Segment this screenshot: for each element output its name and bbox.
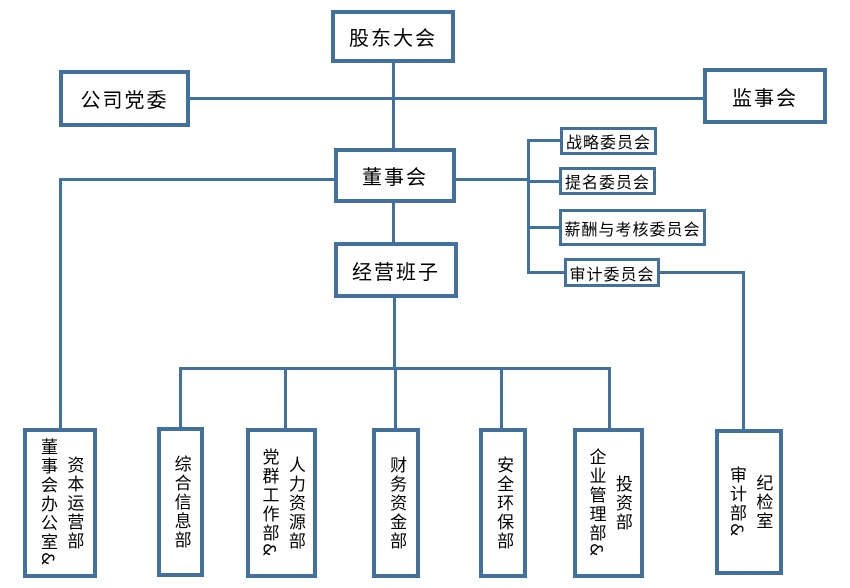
connector-drop-safety <box>500 367 503 428</box>
dept-label: 财务资金部 <box>386 455 407 551</box>
node-dept-finance-funds: 财务资金部 <box>372 428 420 578</box>
connector-board-left-horizontal <box>59 178 334 181</box>
node-dept-enterprise-management-investment: 企业管理部& 投资部 <box>573 428 644 578</box>
connector-drop-enterprise <box>608 367 611 428</box>
node-supervisory-board: 监事会 <box>703 68 827 124</box>
node-dept-party-masses-hr: 党群工作部& 人力资源部 <box>246 428 317 578</box>
connector-board-office-drop <box>59 178 62 430</box>
node-dept-audit-discipline: 审计部& 纪检室 <box>715 429 783 575</box>
node-dept-general-information: 综合信息部 <box>157 427 204 577</box>
connector-shareholders-to-board <box>392 62 395 150</box>
node-dept-safety-environment: 安全环保部 <box>479 428 527 578</box>
dept-label: 安全环保部 <box>493 455 514 551</box>
connector-board-right-horizontal <box>455 178 528 181</box>
connector-management-drop <box>393 296 396 369</box>
connector-stub-nomination <box>527 180 559 183</box>
connector-party-to-supervisory <box>190 97 703 100</box>
dept-label: 审计部& 纪检室 <box>726 465 773 539</box>
connector-audit-right-horizontal <box>659 271 745 274</box>
connector-drop-finance <box>394 367 397 428</box>
dept-label: 综合信息部 <box>170 454 191 550</box>
connector-audit-dept-drop <box>742 271 745 431</box>
connector-committee-spine <box>527 139 530 274</box>
connector-board-to-management <box>392 201 395 244</box>
node-committee-compensation-assessment: 薪酬与考核委员会 <box>559 209 706 246</box>
dept-label: 企业管理部& 投资部 <box>585 447 632 559</box>
dept-label: 党群工作部& 人力资源部 <box>258 447 305 559</box>
connector-drop-party-hr <box>284 367 287 428</box>
connector-drop-general-info <box>179 367 182 428</box>
node-board-of-directors: 董事会 <box>334 148 456 203</box>
dept-label: 董事会办公室& 资本运营部 <box>37 438 84 568</box>
node-dept-board-office-capital-operations: 董事会办公室& 资本运营部 <box>23 428 97 578</box>
node-management-team: 经营班子 <box>334 242 458 298</box>
connector-stub-compensation <box>527 226 559 229</box>
node-party-committee: 公司党委 <box>59 70 190 127</box>
connector-stub-audit <box>527 271 564 274</box>
connector-stub-strategy <box>527 139 560 142</box>
node-committee-strategy: 战略委员会 <box>560 127 657 155</box>
node-committee-audit: 审计委员会 <box>564 258 660 287</box>
node-shareholders-meeting: 股东大会 <box>331 10 455 63</box>
node-committee-nomination: 提名委员会 <box>559 167 656 195</box>
